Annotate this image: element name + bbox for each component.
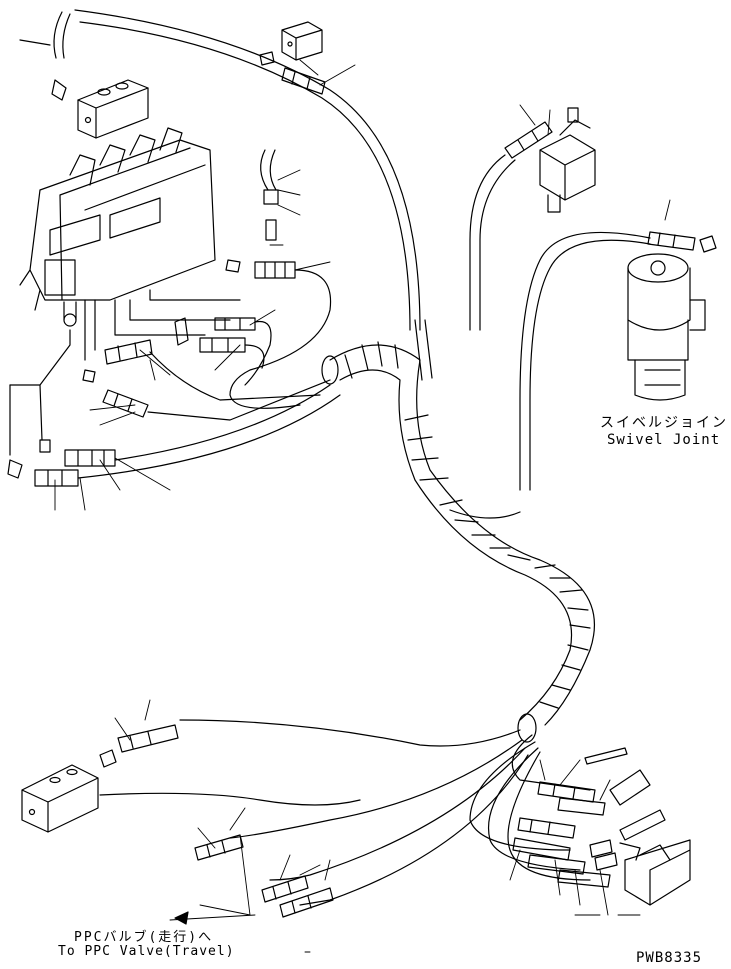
top-return-pipe-inner <box>79 21 411 331</box>
ppc-valve-label-en: To PPC Valve(Travel) <box>58 944 235 959</box>
top-left-hose <box>53 11 71 59</box>
valve-hoses <box>77 269 341 479</box>
lower-center-fittings <box>169 834 334 925</box>
swivel-joint-label-jp: スイベルジョイント <box>600 415 731 431</box>
swivel-joint-label-en: Swivel Joint <box>607 432 721 448</box>
top-left-valve-block <box>51 79 149 139</box>
top-return-pipe <box>74 9 421 331</box>
lower-right-brackets <box>512 747 691 906</box>
drawing-number: PWB8335 <box>636 950 703 966</box>
detail-marks <box>269 244 641 953</box>
main-control-valve <box>9 127 241 386</box>
valve-fittings <box>7 149 296 487</box>
top-center-fitting <box>259 21 326 95</box>
leader-lines <box>54 59 671 916</box>
swivel-joint <box>519 231 717 491</box>
lower-left-valve-block <box>21 724 179 833</box>
top-right-valve <box>469 107 596 331</box>
lower-hoses <box>99 719 591 906</box>
ppc-valve-label-jp: PPCバルブ(走行)へ <box>74 930 214 945</box>
hose-bundle <box>321 319 595 743</box>
